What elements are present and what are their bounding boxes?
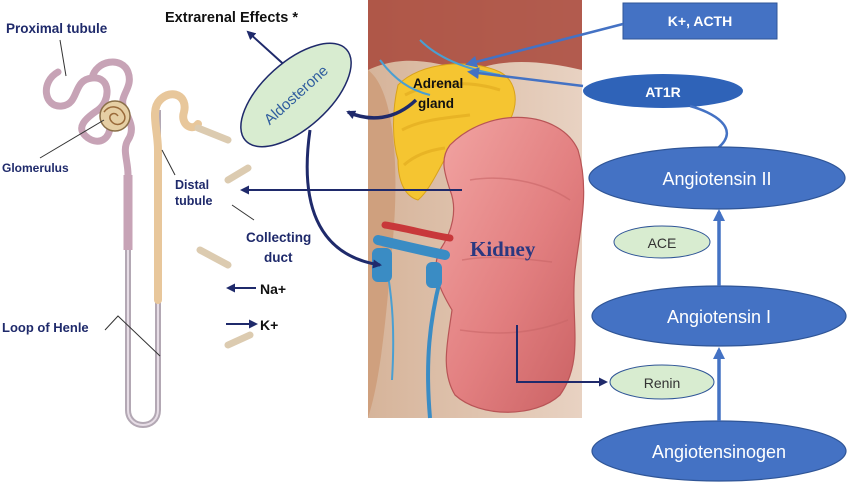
glomerulus-leader [39, 119, 105, 159]
distal-leader [161, 149, 176, 176]
angiotensin-ii-label: Angiotensin II [662, 169, 771, 189]
ace-label: ACE [648, 235, 677, 251]
kidney-label: Kidney [470, 237, 536, 261]
angiotensinogen-node: Angiotensinogen [591, 420, 847, 482]
renin-label: Renin [644, 375, 681, 391]
kidney-lobe-lines [459, 177, 571, 334]
nephron-illustration [42, 58, 254, 434]
k-acth-node: K+, ACTH [622, 2, 778, 40]
aorta-stub [426, 262, 442, 288]
angiotensin-i-label: Angiotensin I [667, 307, 771, 327]
distal-tubule-label-line1: Distal [175, 178, 209, 192]
distal-tubule-shape [150, 90, 202, 304]
k-acth-to-adrenal-arrow [465, 22, 624, 68]
at1r-to-adrenal-arrow [467, 67, 584, 88]
renal-vein [373, 235, 450, 260]
loop-inner [127, 110, 159, 426]
loop-of-henle-shape [125, 110, 161, 428]
at1r-oval [583, 74, 743, 108]
vena-cava [372, 248, 392, 282]
distal-tubule-label-line2: tubule [175, 194, 213, 208]
ace-oval [613, 225, 711, 259]
aldosterone-oval [240, 42, 352, 148]
extrarenal-effects-label: Extrarenal Effects * [165, 10, 298, 26]
aldosterone-node: Aldosterone [240, 42, 352, 148]
kidney-to-renin-arrow [516, 325, 608, 387]
upper-tissue [368, 0, 582, 72]
kidney-shape [435, 116, 585, 413]
adrenal-to-aldosterone-arrow [346, 98, 418, 120]
ureter [426, 279, 442, 419]
k-acth-label: K+, ACTH [668, 13, 732, 29]
collecting-leader [231, 204, 255, 221]
glomerulus-label: Glomerulus [2, 161, 69, 175]
nephron-leaders [39, 39, 255, 357]
adrenal-texture [401, 82, 501, 167]
proximal-leader [59, 39, 67, 77]
glomerulus-capillaries [103, 106, 126, 126]
proximal-tubule-label: Proximal tubule [6, 21, 108, 36]
collecting-duct-label-line1: Collecting [246, 230, 311, 245]
renin-node: Renin [609, 364, 715, 400]
adrenal-gland-label-line2: gland [418, 96, 454, 111]
at1r-label: AT1R [645, 84, 681, 100]
loop-leader [104, 315, 161, 357]
collecting-duct-branches [194, 124, 254, 349]
angiotensinogen-label: Angiotensinogen [652, 442, 786, 462]
na-label: Na+ [260, 281, 286, 297]
renal-artery [381, 221, 454, 242]
at1r-node: AT1R [583, 74, 743, 108]
angiotensin-i-node: Angiotensin I [591, 285, 847, 347]
angiotensin-ii-node: Angiotensin II [588, 146, 846, 210]
collecting-duct-label-line2: duct [264, 250, 293, 265]
k-acth-box [622, 2, 778, 40]
adrenal-gland-label-line1: Adrenal [413, 76, 463, 91]
loop-of-henle-label: Loop of Henle [2, 320, 89, 335]
renin-oval [609, 364, 715, 400]
angiotensin-ii-to-at1r-connector [689, 104, 728, 149]
k-label: K+ [260, 317, 278, 333]
ace-node: ACE [613, 225, 711, 259]
aldosterone-to-vessel-arrow [305, 129, 382, 269]
